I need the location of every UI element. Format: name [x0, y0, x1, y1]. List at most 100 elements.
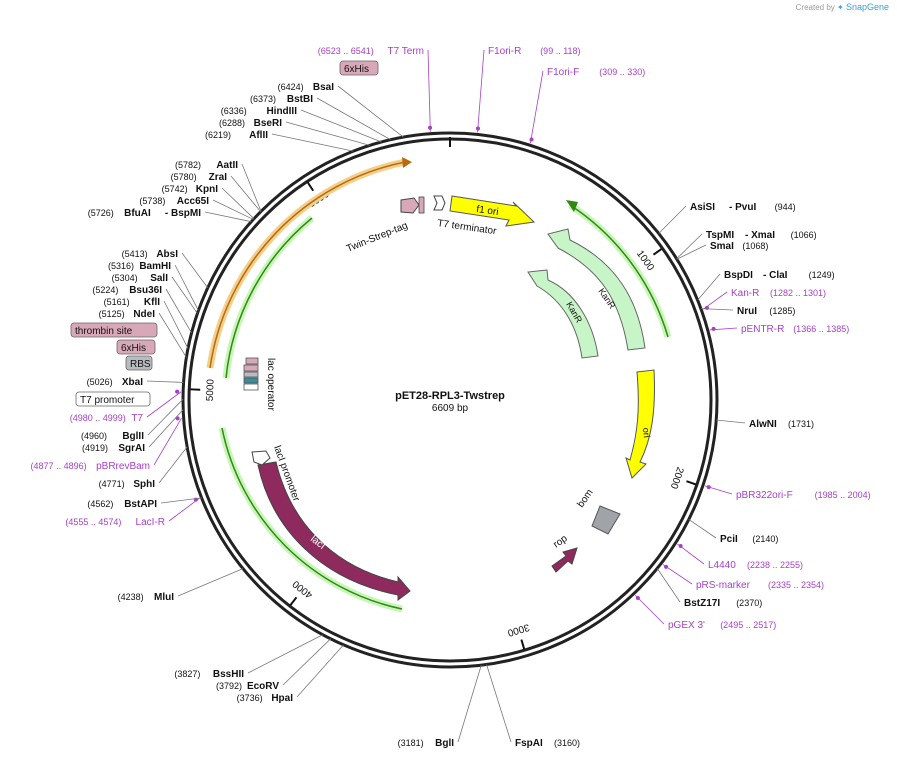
- site-position: (5125): [99, 309, 125, 319]
- leader-line: [146, 380, 184, 383]
- map-label: AsiSI- PvuI(944): [658, 202, 796, 234]
- site-position: (6424): [278, 82, 304, 92]
- green-arc-right-line: [569, 204, 669, 338]
- lac-operator-block-3: [243, 377, 259, 384]
- laci-promoter-arrow: [251, 450, 271, 466]
- site-position: (4238): [118, 592, 144, 602]
- green-arc-left-inner-line: [225, 217, 313, 379]
- leader-line: [658, 205, 687, 234]
- leader-line: [296, 644, 344, 698]
- feature-label-box: [116, 339, 156, 355]
- t7-terminator-label: T7 terminator: [437, 218, 498, 237]
- primer-name: pENTR-R: [741, 324, 784, 335]
- site-position: (2335 .. 2354): [768, 580, 824, 590]
- lac-operator-block-0: [245, 357, 259, 365]
- snapgene-logo-icon: ✦: [837, 3, 844, 12]
- enzyme-name: AflII: [249, 130, 268, 141]
- enzyme-name: AatII: [216, 160, 238, 171]
- site-position: (3827): [174, 669, 200, 679]
- leader-line: [160, 497, 202, 504]
- leader-line: [271, 133, 354, 152]
- map-label: pRS-marker(2335 .. 2354): [662, 564, 824, 591]
- map-label: BamHI(5316): [108, 261, 199, 311]
- plasmid-length: 6609 bp: [432, 403, 469, 414]
- leader-line: [230, 175, 261, 212]
- map-label: KpnI(5742): [162, 184, 255, 219]
- map-label: 6xHis: [339, 60, 379, 76]
- map-label: L4440(2238 .. 2255): [677, 543, 803, 571]
- map-label: AatII (5782): [175, 160, 262, 212]
- map-label: HindIII(6336): [221, 106, 382, 143]
- map-label: HpaI(3736): [237, 644, 344, 704]
- primer-name: pBR322ori-F: [736, 490, 793, 501]
- primer-site-mark: [711, 326, 716, 331]
- site-position: (2140): [752, 534, 778, 544]
- site-position: (2238 .. 2255): [747, 560, 803, 570]
- ori-arrow: [625, 369, 655, 479]
- map-label: pBR322ori-F(1985 .. 2004): [704, 485, 871, 501]
- feature-label: 6xHis: [344, 64, 369, 75]
- primer-site-mark: [175, 389, 180, 394]
- map-label: NdeI (5125): [99, 309, 187, 358]
- map-label: F1ori-F(309 .. 330): [529, 67, 645, 144]
- lac-operator-block-4: [243, 383, 259, 391]
- primer-site-mark: [428, 125, 433, 130]
- feature-label: 6xHis: [121, 343, 146, 354]
- enzyme-name: SgrAI: [118, 443, 145, 454]
- enzyme-name: BspDI: [724, 270, 753, 281]
- bom-box: [591, 505, 621, 535]
- site-position: (5726): [88, 208, 114, 218]
- feature-label: T7 promoter: [80, 395, 135, 406]
- enzyme-name: AbsI: [156, 249, 178, 260]
- enzyme-name-alt: - PvuI: [729, 202, 756, 213]
- leader-line: [241, 163, 262, 212]
- leader-line: [486, 664, 512, 743]
- map-label: pENTR-R(1366 .. 1385): [709, 324, 849, 335]
- rop-arrow: [551, 547, 578, 573]
- map-label: T7 Term(6523 .. 6541): [318, 46, 433, 132]
- tick-mark: [306, 181, 315, 192]
- enzyme-name: TspMI: [706, 230, 734, 241]
- leader-line: [529, 70, 544, 144]
- map-label: pGEX 3'(2495 .. 2517): [634, 594, 776, 631]
- feature-label-box: [339, 60, 379, 76]
- leader-line: [247, 634, 323, 674]
- feature-label-box: [125, 355, 153, 371]
- enzyme-name: MluI: [154, 592, 174, 603]
- map-label: BspDI- ClaI(1249): [697, 270, 835, 301]
- f1-ori-label: f1 ori: [476, 204, 500, 218]
- map-label: BglI(3181): [398, 665, 482, 749]
- lac-operator-block-2: [243, 371, 259, 378]
- credit-prefix: Created by: [795, 3, 835, 12]
- tick-mark: [686, 480, 697, 486]
- credit-brand: SnapGene: [845, 2, 889, 12]
- map-label: KflI(5161): [104, 297, 189, 349]
- leader-line: [165, 288, 192, 334]
- kanr-arrow-2: [527, 269, 599, 359]
- site-position: (4960): [81, 431, 107, 441]
- map-label: BstAPI(4562): [87, 497, 202, 510]
- primer-name: F1ori-F: [547, 67, 579, 78]
- primer-name: T7: [131, 413, 143, 424]
- leader-line: [147, 398, 184, 436]
- map-label: RBS: [125, 355, 153, 371]
- tick-label: 5000: [205, 378, 217, 401]
- primer-site-mark: [635, 596, 640, 601]
- site-position: (5782): [175, 160, 201, 170]
- enzyme-name: Acc65I: [177, 196, 209, 207]
- site-position: (1066): [791, 230, 817, 240]
- primer-name: Kan-R: [731, 288, 759, 299]
- enzyme-name: BfuAI: [124, 208, 151, 219]
- map-label: SgrAI(4919): [82, 409, 184, 454]
- snapgene-credit: Created by ✦ SnapGene: [796, 2, 889, 12]
- map-label: NruI(1285): [700, 306, 795, 317]
- primer-site-mark: [706, 485, 711, 490]
- kanr-arrow-1: [547, 228, 646, 351]
- leader-line: [212, 199, 254, 220]
- enzyme-name: NdeI: [133, 309, 155, 320]
- site-position: (2370): [736, 598, 762, 608]
- enzyme-name: BseRI: [254, 118, 283, 129]
- map-label: PciI(2140): [688, 519, 778, 545]
- site-position: (3736): [237, 693, 263, 703]
